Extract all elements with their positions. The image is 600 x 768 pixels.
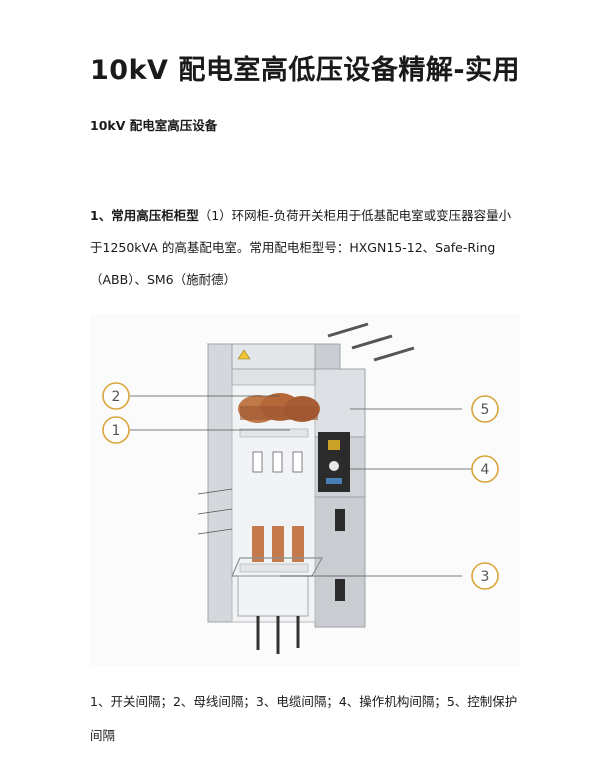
cable-terminations [231, 526, 324, 654]
callout-leaders [130, 395, 482, 577]
section-subtitle: 10kV 配电室高压设备 [90, 118, 218, 133]
body-paragraph: 1、常用高压柜柜型（1）环网柜-负荷开关柜用于低基配电室或变压器容量小于1250… [90, 200, 520, 296]
page-title: 10kV 配电室高低压设备精解-实用 [90, 55, 521, 86]
svg-text:1: 1 [112, 423, 121, 439]
switchgear-illustration: 2 1 5 4 3 [90, 314, 520, 666]
paragraph-lead: 1、常用高压柜柜型 [90, 208, 199, 223]
callout-5: 5 [471, 395, 499, 423]
callout-4: 4 [471, 455, 499, 483]
callout-2: 2 [102, 382, 130, 410]
svg-text:4: 4 [481, 462, 490, 478]
svg-text:2: 2 [112, 389, 121, 405]
svg-text:5: 5 [481, 402, 490, 418]
svg-text:3: 3 [481, 569, 490, 585]
callout-1: 1 [102, 416, 130, 444]
figure-caption: 1、开关间隔；2、母线间隔；3、电缆间隔；4、操作机构间隔；5、控制保护间隔 [90, 694, 518, 743]
operating-panel [318, 432, 350, 601]
busbar-assembly [238, 393, 320, 473]
insulator-rods [327, 322, 415, 362]
callout-3: 3 [471, 562, 499, 590]
paragraph-body: （1）环网柜-负荷开关柜用于低基配电室或变压器容量小于1250kVA 的高基配电… [90, 208, 512, 287]
